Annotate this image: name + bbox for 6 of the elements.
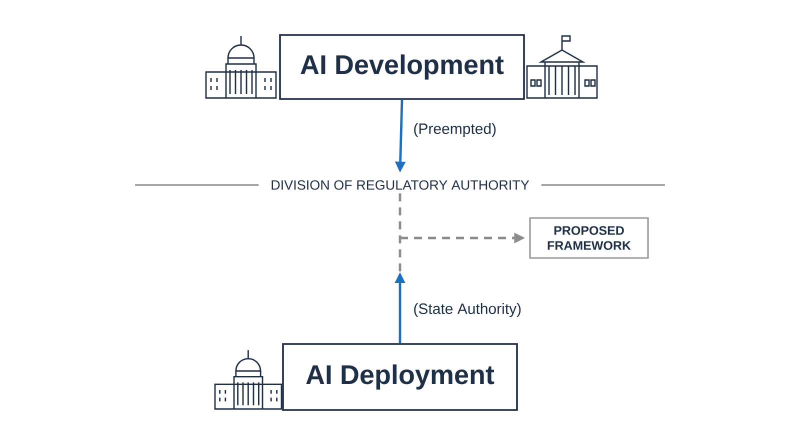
framework-box: PROPOSED FRAMEWORK bbox=[529, 217, 649, 259]
title-box: AI Deployment bbox=[282, 343, 518, 411]
edge-label: (State Authority) bbox=[412, 302, 523, 318]
edge-label: (Preempted) bbox=[412, 122, 498, 138]
title-box: AI Development bbox=[279, 34, 525, 100]
divider-label: DIVISION OF REGULATORY AUTHORITY bbox=[258, 176, 542, 194]
